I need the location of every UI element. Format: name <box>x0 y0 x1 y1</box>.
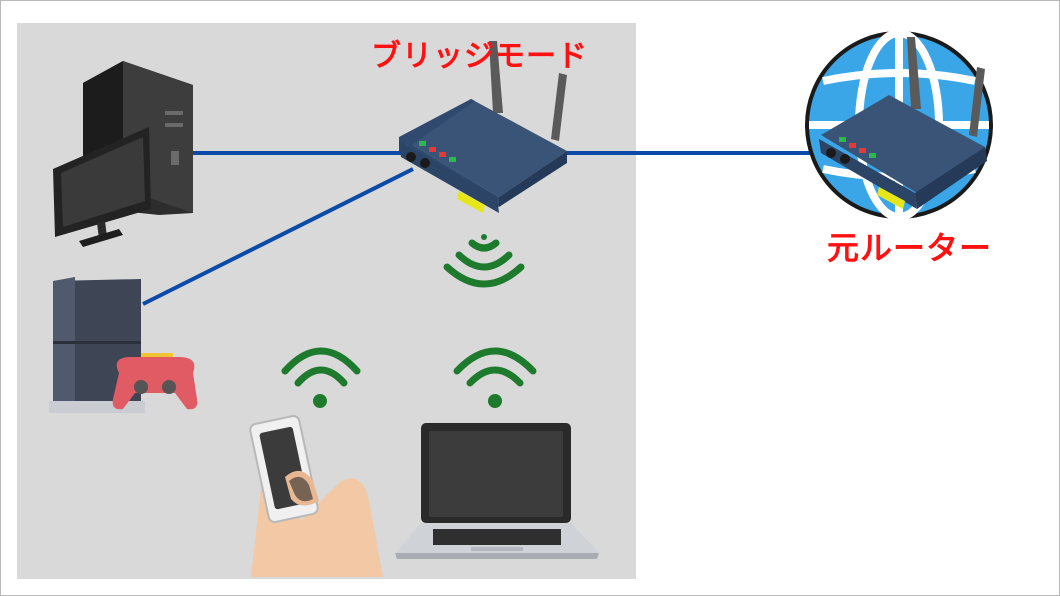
wifi-icon <box>453 347 537 408</box>
desktop-pc-icon <box>53 61 193 247</box>
wifi-icon <box>281 347 361 408</box>
laptop-icon <box>395 423 599 559</box>
smartphone-icon <box>249 415 383 577</box>
main-router-icon <box>819 37 987 209</box>
cable-console-to-bridge <box>142 167 414 306</box>
bridge-router-icon <box>399 41 567 213</box>
gamepad-icon <box>112 353 198 410</box>
original-router-label: 元ルーター <box>827 229 993 267</box>
bridge-mode-label: ブリッジモード <box>371 39 588 74</box>
wifi-icon <box>443 234 525 288</box>
